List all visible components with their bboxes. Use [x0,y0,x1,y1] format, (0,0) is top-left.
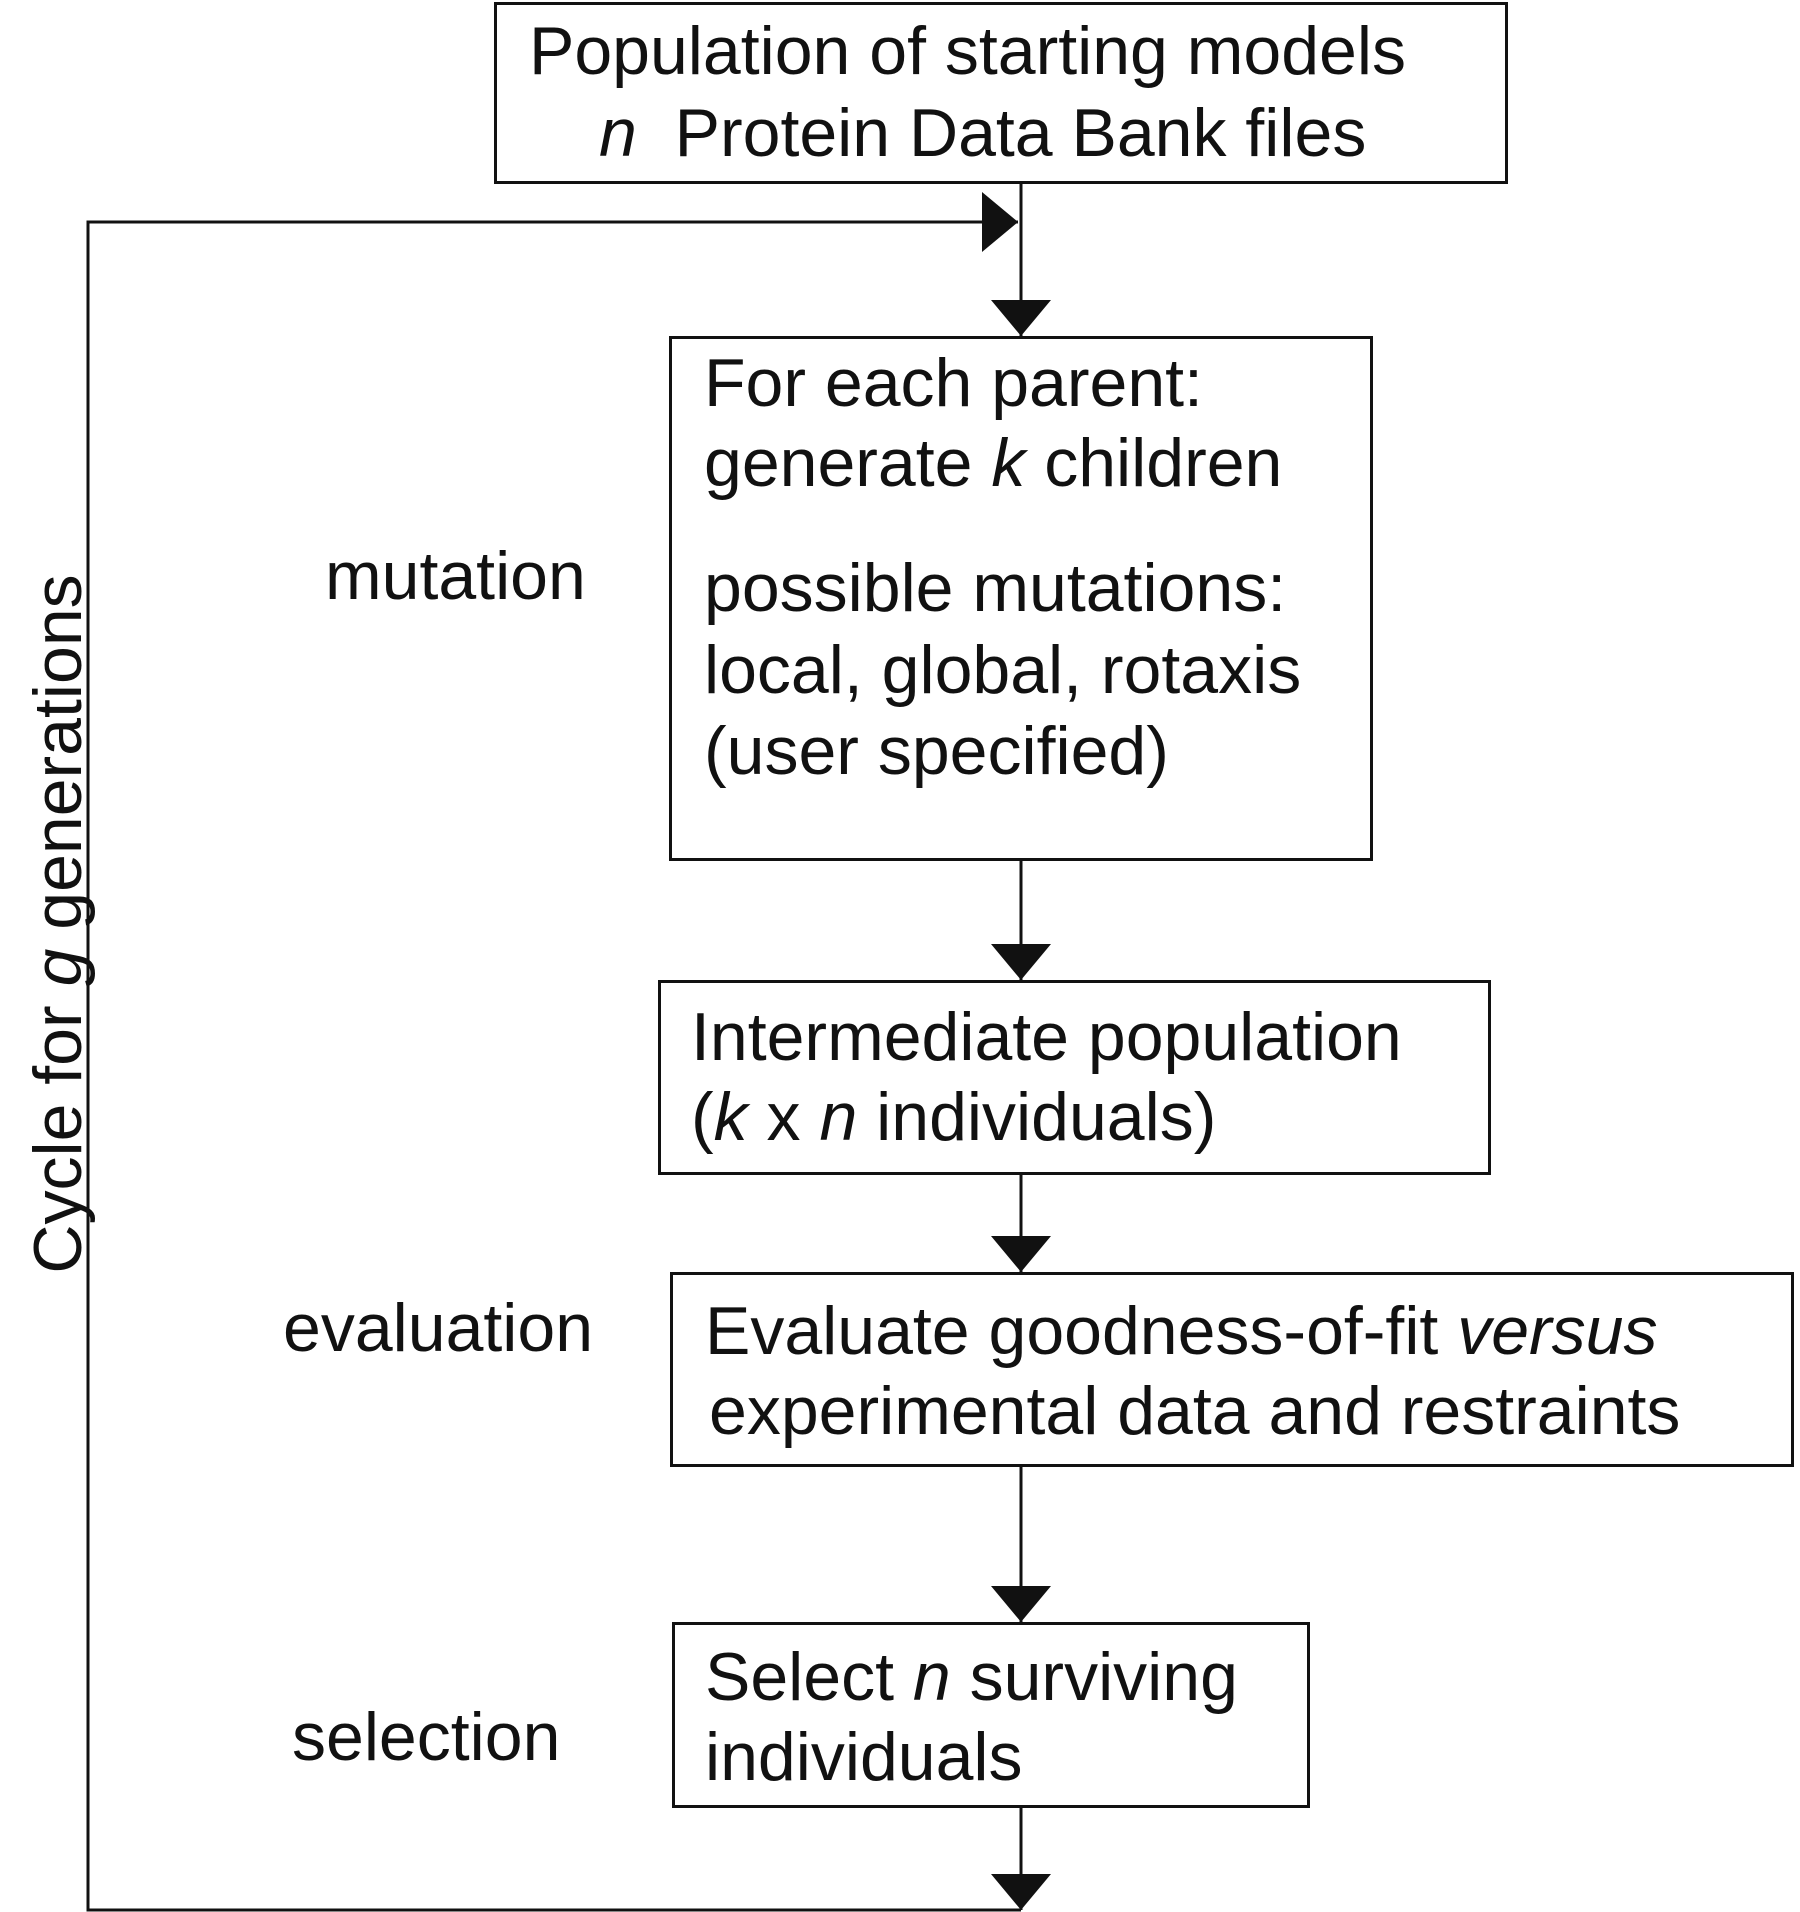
mutation-line-2: generate k children [704,429,1282,497]
select-line-1: Select n surviving [705,1643,1238,1711]
intermediate-title: Intermediate population [691,999,1402,1075]
evaluate-goodness-of-fit: Evaluate goodness-of-fit [705,1293,1458,1369]
intermediate-line-2: (k x n individuals) [691,1083,1216,1151]
mutation-user-specified: (user specified) [704,713,1169,789]
select-individuals: individuals [705,1719,1023,1795]
evaluate-line-2: experimental data and restraints [709,1377,1680,1445]
mutation-possible-mutations: possible mutations: [704,550,1287,626]
population-title: Population of starting models [529,13,1406,89]
intermediate-line-1: Intermediate population [691,1003,1402,1071]
stage-label-evaluation: evaluation [283,1290,594,1366]
mutation-line-4: local, global, rotaxis [704,636,1301,704]
stage-label-selection: selection [292,1699,561,1775]
population-line-1: Population of starting models [529,17,1406,85]
intermediate-variable-k: k [713,1079,748,1155]
mutation-types: local, global, rotaxis [704,632,1302,708]
mutation-for-each-parent: For each parent: [704,345,1203,421]
select-line-2: individuals [705,1723,1023,1791]
intermediate-variable-n: n [819,1079,858,1155]
mutation-children: children [1025,425,1283,501]
mutation-variable-k: k [991,425,1026,501]
population-line-2: n Protein Data Bank files [599,99,1366,167]
intermediate-times: x [747,1079,820,1155]
evaluate-experimental-data: experimental data and restraints [709,1373,1681,1449]
intermediate-open-paren: ( [691,1079,714,1155]
select-box: Select n surviving individuals [672,1622,1310,1808]
select-word: Select [705,1639,913,1715]
evaluate-box: Evaluate goodness-of-fit versus experime… [670,1272,1794,1467]
cycle-label-prefix: Cycle for [20,986,96,1274]
population-pdb-files: Protein Data Bank files [674,95,1367,171]
population-box: Population of starting models n Protein … [494,2,1508,184]
cycle-label-suffix: generations [20,574,96,949]
intermediate-box: Intermediate population (k x n individua… [658,980,1491,1175]
cycle-label: Cycle for g generations [20,574,96,1273]
mutation-line-5: (user specified) [704,717,1169,785]
select-variable-n: n [912,1639,951,1715]
population-variable-n: n [599,95,637,171]
mutation-line-1: For each parent: [704,349,1203,417]
cycle-label-variable: g [20,948,96,987]
intermediate-individuals: individuals) [857,1079,1217,1155]
stage-label-mutation: mutation [325,538,586,614]
select-surviving: surviving [950,1639,1238,1715]
mutation-line-3: possible mutations: [704,554,1286,622]
evaluate-versus: versus [1457,1293,1658,1369]
feedback-loop-line [86,192,1021,1912]
mutation-box: For each parent: generate k children pos… [669,336,1373,861]
evaluate-line-1: Evaluate goodness-of-fit versus [705,1297,1658,1365]
mutation-generate: generate [704,425,992,501]
